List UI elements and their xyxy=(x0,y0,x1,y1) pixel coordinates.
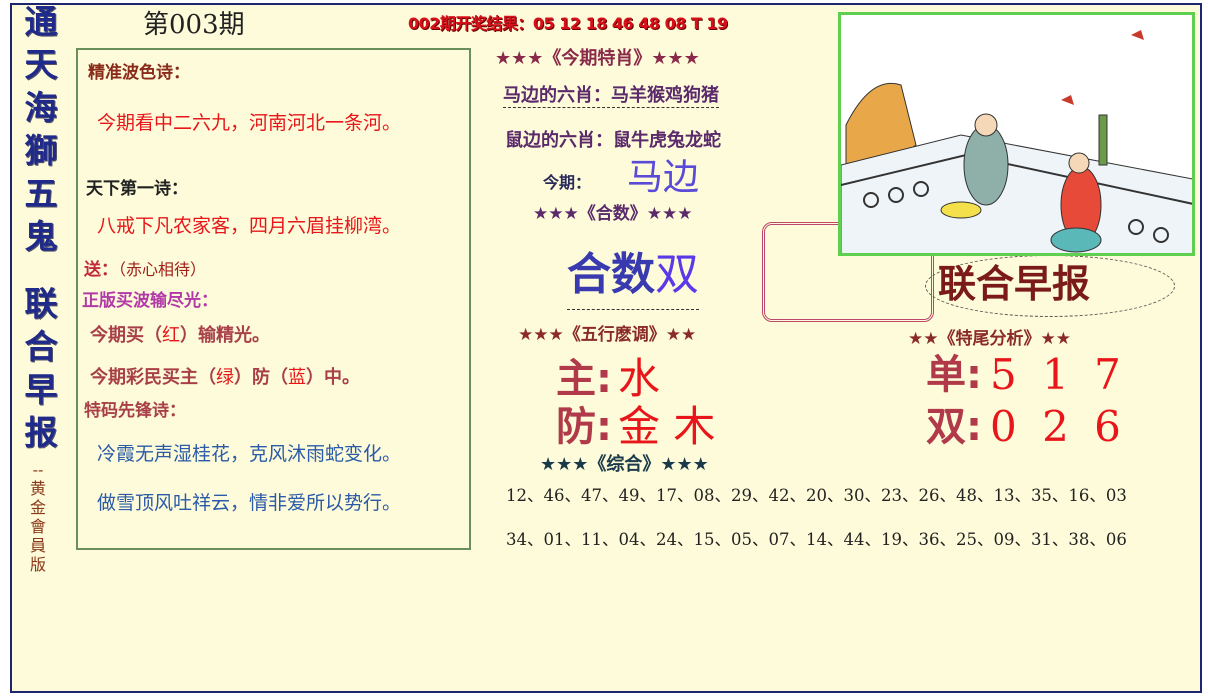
buy-line-2: 今期彩民买主（绿）防（蓝）中。 xyxy=(90,367,360,389)
rat-side-zodiac: 鼠边的六肖：鼠牛虎兔龙蛇 xyxy=(505,130,721,151)
brand-name: 联合早报 xyxy=(938,262,1091,306)
this-issue-label: 今期： xyxy=(543,173,592,192)
wuxing-guard-label: 防: xyxy=(556,404,612,450)
cartoon-image xyxy=(841,15,1192,253)
left-panel xyxy=(76,48,471,550)
title-char: 报 xyxy=(24,413,58,452)
buy-line-1: 今期买（红）输精光。 xyxy=(90,325,270,347)
title-char: 五 xyxy=(24,174,58,213)
title-char: 早 xyxy=(24,370,58,409)
combined-title: ★★★《综合》★★★ xyxy=(540,454,709,475)
wave-poem: 今期看中二六九，河南河北一条河。 xyxy=(97,112,402,134)
edition-subtitle: --黄金會員版 xyxy=(29,460,46,574)
text: 今期买（ xyxy=(90,325,162,346)
issue-number: 第003期 xyxy=(143,10,245,40)
tema-poem-1: 冷霞无声湿桂花，克风沐雨蛇变化。 xyxy=(97,443,402,465)
color-red: 红 xyxy=(162,325,180,346)
wuxing-guard-value: 金 木 xyxy=(618,402,716,451)
first-poem-title: 天下第一诗： xyxy=(86,179,188,199)
text: ）中。 xyxy=(306,367,360,388)
title-char: 海 xyxy=(24,88,58,127)
this-issue-value: 马边 xyxy=(627,157,700,198)
heshu-title: ★★★《合数》★★★ xyxy=(533,204,693,224)
vertical-title: 通 天 海 獅 五 鬼 联 合 早 报 xyxy=(18,0,64,454)
title-char: 通 xyxy=(24,2,58,41)
tail-even-label: 双: xyxy=(926,404,982,450)
heshu-line: 合数双 xyxy=(567,250,699,310)
heshu-label: 合数 xyxy=(567,249,655,300)
first-poem: 八戒下凡农家客，四月六眉挂柳湾。 xyxy=(97,215,402,237)
combined-row-1: 12、46、47、49、17、08、29、42、20、30、23、26、48、1… xyxy=(506,486,1127,505)
wuxing-main-value: 水 xyxy=(618,354,661,403)
title-char: 鬼 xyxy=(24,217,58,256)
horse-side-zodiac: 马边的六肖：马羊猴鸡狗猪 xyxy=(503,85,719,108)
tema-title: 特码先锋诗： xyxy=(84,401,186,421)
combined-row-2: 34、01、11、04、24、15、05、07、14、44、19、36、25、0… xyxy=(506,530,1127,549)
cartoon-illustration xyxy=(838,12,1195,256)
zhengban-title: 正版买波输尽光： xyxy=(82,291,218,311)
previous-result: 002期开奖结果：05 12 18 46 48 08 T 19 xyxy=(408,14,728,33)
title-char: 合 xyxy=(24,327,58,366)
title-char: 獅 xyxy=(24,131,58,170)
tail-odd-value: 5 1 7 xyxy=(990,350,1127,399)
heshu-value: 双 xyxy=(655,249,699,300)
text: ）输精光。 xyxy=(180,325,270,346)
gift-text: （赤心相待） xyxy=(118,260,207,279)
text: ）防（ xyxy=(234,367,288,388)
title-char: 天 xyxy=(24,45,58,84)
title-char: 联 xyxy=(24,284,58,323)
color-green: 绿 xyxy=(216,367,234,388)
gift-label: 送： xyxy=(84,260,118,280)
zodiac-title: ★★★《今期特肖》★★★ xyxy=(495,48,700,69)
text: 今期彩民买主（ xyxy=(90,367,216,388)
tail-odd-label: 单: xyxy=(926,352,982,398)
wuxing-title: ★★★《五行麽调》★★ xyxy=(518,325,697,345)
tema-poem-2: 做雪顶风吐祥云，情非爱所以势行。 xyxy=(97,492,402,514)
tail-title: ★★《特尾分析》★★ xyxy=(908,329,1071,349)
wave-poem-title: 精准波色诗： xyxy=(88,63,190,83)
wuxing-main-label: 主: xyxy=(556,356,612,402)
tail-even-value: 0 2 6 xyxy=(990,402,1127,451)
color-blue: 蓝 xyxy=(288,367,306,388)
gift-line: 送：（赤心相待） xyxy=(84,259,206,281)
